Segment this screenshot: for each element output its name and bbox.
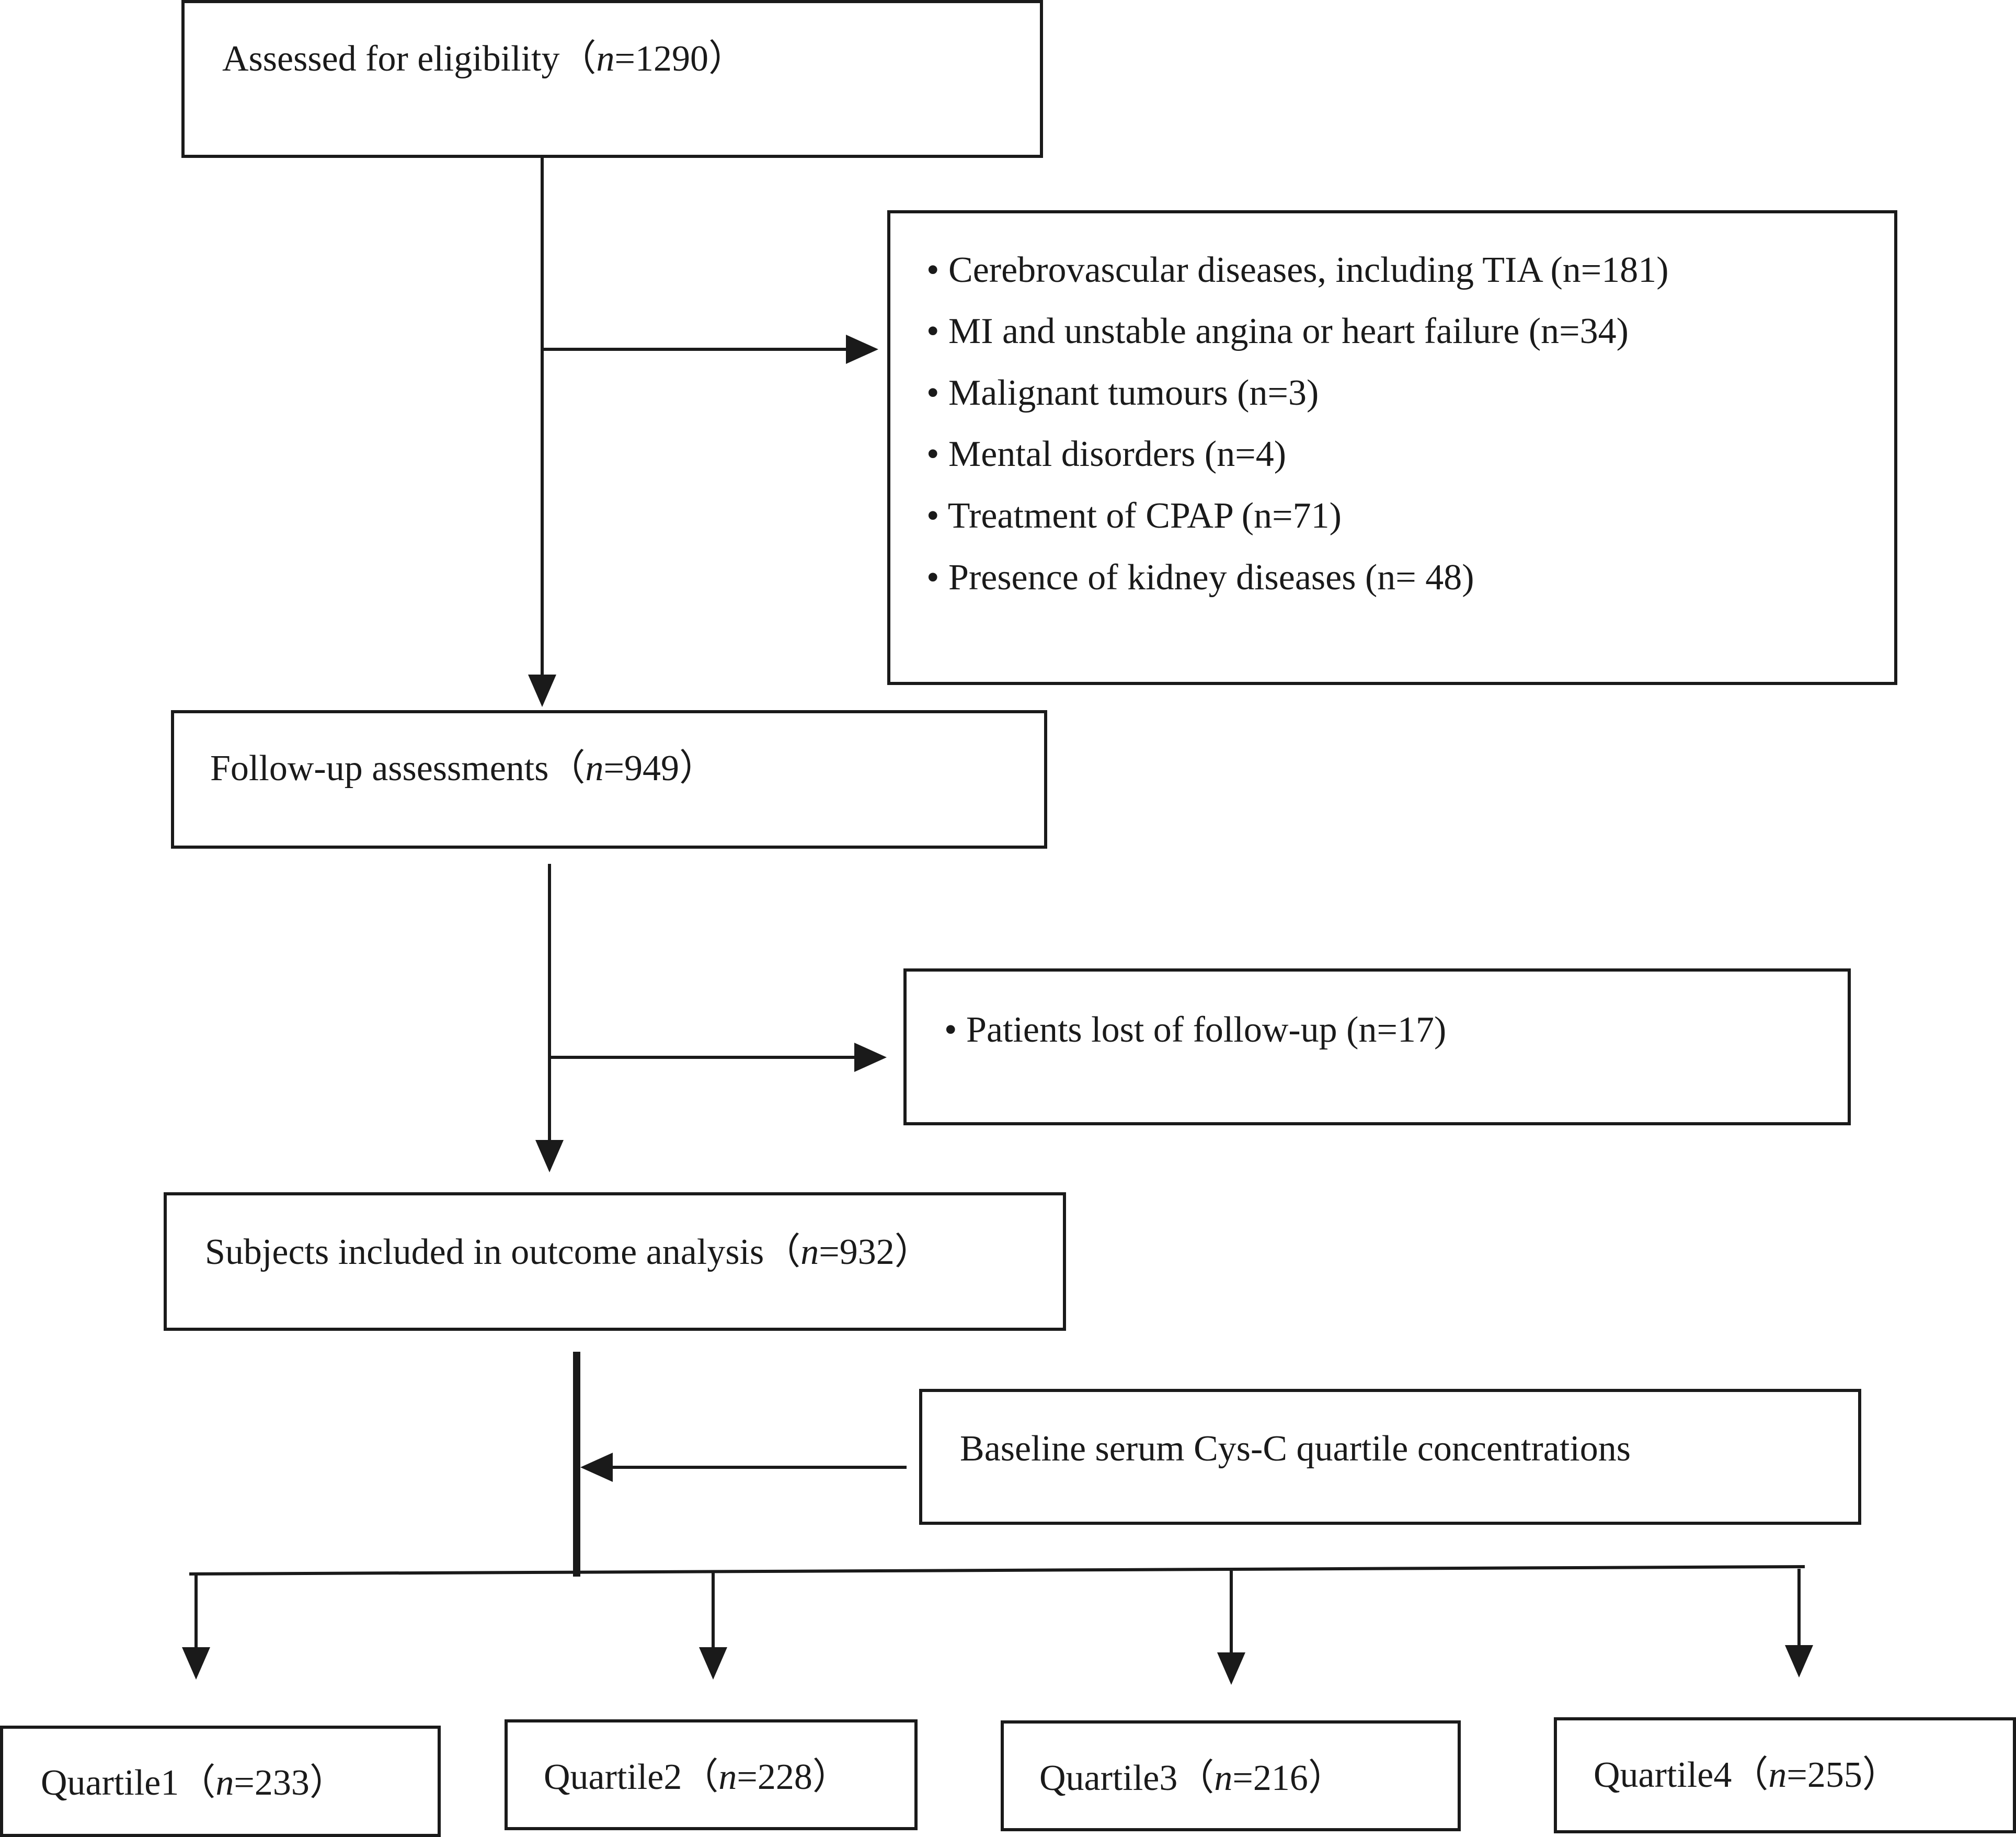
followup-box [171,710,1047,849]
arrowhead-q2 [699,1647,727,1680]
arrowhead-lost [854,1043,887,1072]
included-n-value: =932） [819,1232,931,1272]
assessed-label: Assessed for eligibility（ [222,39,597,79]
quartile-n-value: =233） [234,1763,346,1803]
quartile-n-var: n [718,1757,737,1797]
exclusion-item: • Mental disorders (n=4) [926,434,1287,474]
exclusion-item: • Cerebrovascular diseases, including TI… [926,250,1669,290]
included-text: Subjects included in outcome analysis（n=… [205,1234,931,1271]
quartile-box-3 [1001,1720,1461,1831]
arrowhead-q4 [1785,1645,1813,1678]
followup-text: Follow-up assessments（n=949） [210,750,716,787]
baseline-box [919,1389,1861,1525]
quartile-text-4: Quartile4（n=255） [1594,1757,1899,1794]
quartile-box-2 [505,1719,918,1830]
exclusion-item: • Malignant tumours (n=3) [926,373,1319,413]
exclusions-box [887,210,1897,685]
followup-n-var: n [585,748,604,789]
included-box [164,1192,1066,1331]
quartile-text-2: Quartile2（n=228） [544,1759,849,1796]
assessed-n-var: n [596,39,615,79]
arrowhead-q1 [182,1647,210,1680]
quartile-n-value: =255） [1786,1755,1899,1795]
distributor-line [189,1565,1805,1576]
quartile-n-var: n [215,1763,234,1803]
quartile-n-value: =228） [737,1757,849,1797]
followup-label: Follow-up assessments（ [210,748,586,789]
exclusion-item: • Treatment of CPAP (n=71) [926,496,1342,536]
arrowhead-exclusions [846,335,878,364]
quartile-n-value: =216） [1232,1758,1345,1798]
arrowhead-q3 [1217,1652,1245,1685]
quartile-label: Quartile4（ [1594,1755,1769,1795]
lost-item: • Patients lost of follow-up (n=17) [944,1010,1447,1050]
quartile-box-4 [1554,1717,2016,1833]
assessed-box [181,0,1043,158]
quartile-n-var: n [1768,1755,1787,1795]
arrowhead-baseline [580,1453,613,1482]
quartile-box-1 [0,1726,441,1837]
included-n-var: n [800,1232,819,1272]
quartile-text-3: Quartile3（n=216） [1039,1760,1345,1797]
arrowhead-followup [528,675,556,707]
lost-box [903,968,1851,1125]
baseline-text: Baseline serum Cys-C quartile concentrat… [960,1429,1631,1469]
followup-n-value: =949） [603,748,716,789]
quartile-text-1: Quartile1（n=233） [41,1765,346,1801]
exclusion-item: • Presence of kidney diseases (n= 48) [926,557,1474,598]
quartile-n-var: n [1214,1758,1233,1798]
quartile-label: Quartile2（ [544,1757,719,1797]
exclusion-item: • MI and unstable angina or heart failur… [926,311,1629,351]
assessed-text: Assessed for eligibility（n=1290） [222,41,745,77]
arrowhead-included [535,1140,564,1172]
included-label: Subjects included in outcome analysis（ [205,1232,801,1272]
quartile-label: Quartile3（ [1039,1758,1215,1798]
assessed-n-value: =1290） [614,39,745,79]
quartile-label: Quartile1（ [41,1763,216,1803]
